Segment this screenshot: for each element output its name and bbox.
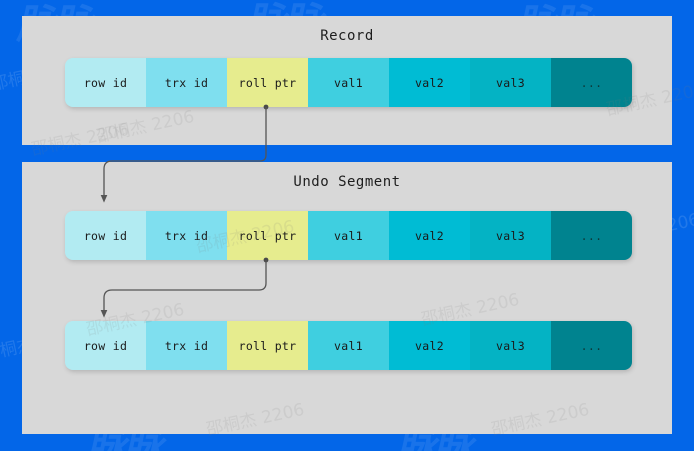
undo2-cell-trx-id[interactable]: trx id: [146, 321, 227, 370]
undo-segment-panel-title: Undo Segment: [293, 174, 401, 190]
record-cell-val2[interactable]: val2: [389, 58, 470, 107]
undo2-cell-val2[interactable]: val2: [389, 321, 470, 370]
undo1-cell-trx-id[interactable]: trx id: [146, 211, 227, 260]
undo1-cell-val3[interactable]: val3: [470, 211, 551, 260]
undo1-cell-row-id[interactable]: row id: [65, 211, 146, 260]
record-cell-row-id[interactable]: row id: [65, 58, 146, 107]
undo2-cell-val3[interactable]: val3: [470, 321, 551, 370]
undo2-cell-row-id[interactable]: row id: [65, 321, 146, 370]
undo2-cell-ellipsis[interactable]: ...: [551, 321, 632, 370]
record-cell-trx-id[interactable]: trx id: [146, 58, 227, 107]
record-cell-roll-ptr[interactable]: roll ptr: [227, 58, 308, 107]
record-cell-val3[interactable]: val3: [470, 58, 551, 107]
undo1-cell-roll-ptr[interactable]: roll ptr: [227, 211, 308, 260]
undo2-cell-roll-ptr[interactable]: roll ptr: [227, 321, 308, 370]
undo-row-2: row id trx id roll ptr val1 val2 val3 ..…: [65, 321, 632, 370]
record-cell-ellipsis[interactable]: ...: [551, 58, 632, 107]
undo2-cell-val1[interactable]: val1: [308, 321, 389, 370]
undo-row-1: row id trx id roll ptr val1 val2 val3 ..…: [65, 211, 632, 260]
record-row: row id trx id roll ptr val1 val2 val3 ..…: [65, 58, 632, 107]
record-panel-title: Record: [320, 28, 374, 44]
undo1-cell-val2[interactable]: val2: [389, 211, 470, 260]
record-cell-val1[interactable]: val1: [308, 58, 389, 107]
undo1-cell-ellipsis[interactable]: ...: [551, 211, 632, 260]
undo1-cell-val1[interactable]: val1: [308, 211, 389, 260]
undo-segment-panel: [22, 162, 672, 434]
